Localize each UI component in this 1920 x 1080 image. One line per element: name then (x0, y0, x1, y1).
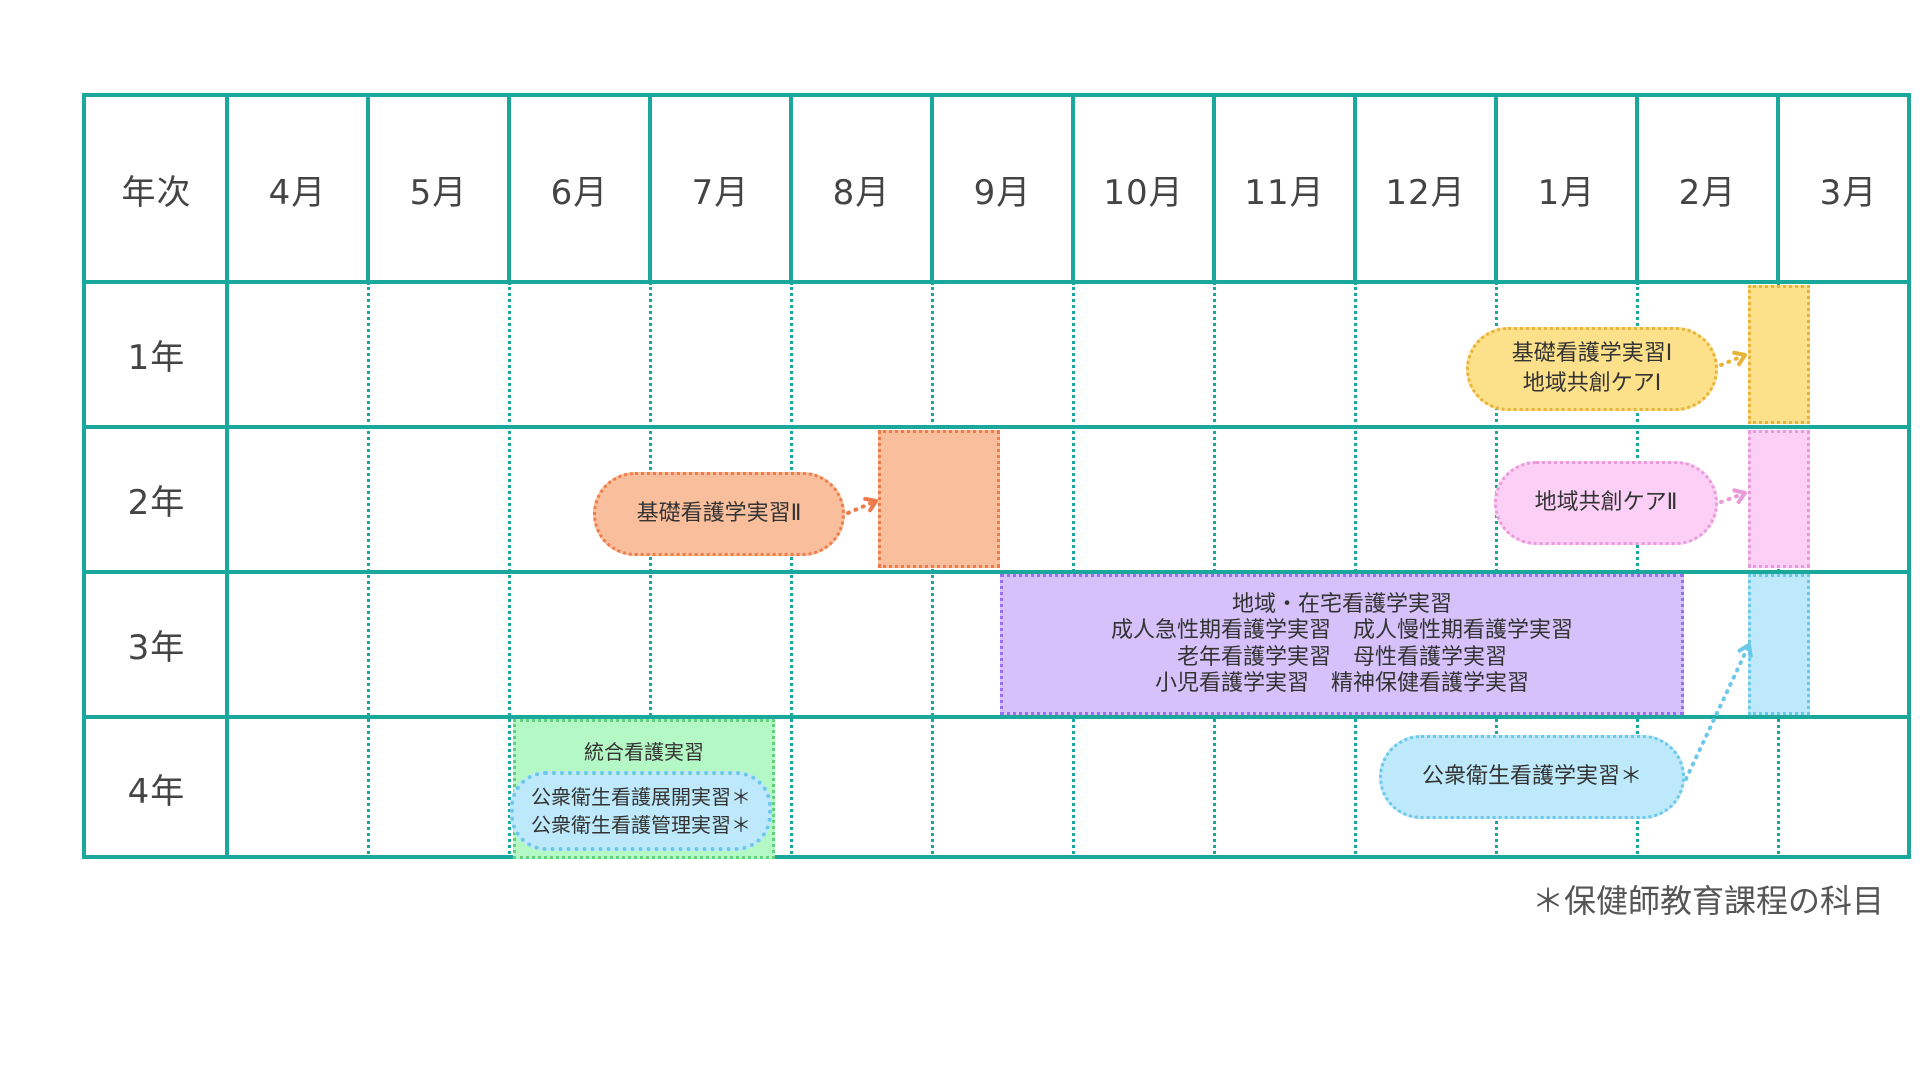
month-header: 8月 (832, 173, 891, 213)
course-label: 地域共創ケアⅠ (1522, 371, 1662, 396)
month-header: 7月 (691, 173, 750, 213)
arrow-head (1732, 488, 1747, 505)
course-label: 小児看護学実習 精神保健看護学実習 (1154, 670, 1529, 696)
course-label: 基礎看護学実習Ⅱ (636, 501, 802, 527)
grid-line (648, 97, 652, 282)
year-row-label: 4年 (127, 771, 186, 812)
arrow-head (1737, 643, 1753, 658)
course-label: 成人急性期看護学実習 成人慢性期看護学実習 (1110, 618, 1573, 644)
year4-integrated-block: 統合看護実習 公衆衛生看護展開実習＊ 公衆衛生看護管理実習＊ (510, 719, 775, 859)
year-column-header: 年次 (121, 173, 192, 213)
year2-left-course-pill: 基礎看護学実習Ⅱ (593, 472, 845, 556)
course-label: 公衆衛生看護管理実習＊ (531, 813, 751, 837)
grid-line (1212, 97, 1216, 282)
year-row-label: 3年 (127, 628, 186, 668)
grid-line (366, 97, 370, 282)
footnote: ＊保健師教育課程の科目 (1531, 882, 1884, 920)
year2-august-block (878, 430, 1000, 568)
year3-course-block: 地域・在宅看護学実習 成人急性期看護学実習 成人慢性期看護学実習 老年看護学実習… (1000, 574, 1684, 715)
year2-right-course-pill: 地域共創ケアⅡ (1494, 461, 1718, 545)
year4-course-pill: 公衆衛生看護学実習＊ (1379, 735, 1685, 819)
year4-arrow (1684, 643, 1753, 781)
month-header: 1月 (1537, 173, 1596, 213)
month-header: 3月 (1819, 173, 1878, 213)
course-label: 地域・在宅看護学実習 (1231, 591, 1452, 617)
arrow-shaft (1684, 643, 1751, 781)
month-header: 6月 (550, 173, 609, 213)
course-label: 地域共創ケアⅡ (1534, 490, 1678, 516)
grid-line (507, 97, 511, 282)
grid-line (930, 97, 934, 282)
year1-arrow (1719, 350, 1747, 367)
grid-line (225, 97, 229, 282)
grid-line (86, 715, 1907, 719)
course-label: 公衆衛生看護展開実習＊ (531, 785, 751, 809)
month-header: 4月 (268, 173, 327, 213)
month-header: 10月 (1103, 173, 1184, 213)
course-label: 公衆衛生看護学実習＊ (1421, 764, 1642, 790)
year1-course-pill: 基礎看護学実習Ⅰ 地域共創ケアⅠ (1466, 327, 1718, 411)
year4-inner-pill: 公衆衛生看護展開実習＊ 公衆衛生看護管理実習＊ (510, 771, 772, 851)
year2-right-arrow (1719, 488, 1747, 505)
course-label: 基礎看護学実習Ⅰ (1511, 341, 1673, 367)
year2-march-block (1748, 430, 1810, 568)
course-label: 統合看護実習 (584, 740, 704, 764)
year1-march-block (1748, 285, 1810, 424)
year2-left-arrow (846, 496, 878, 515)
practicum-schedule-table: 年次 4月 5月 6月 7月 8月 9月 10月 11月 12月 1月 2月 3月 1年 2年 3年 4年 基礎… (82, 93, 1911, 859)
year-row-label: 1年 (127, 338, 186, 378)
grid-line (86, 570, 1907, 574)
month-header: 9月 (973, 173, 1032, 213)
year-row-label: 2年 (127, 483, 186, 523)
course-label: 老年看護学実習 母性看護学実習 (1176, 644, 1507, 670)
grid-line (1494, 97, 1498, 282)
month-header: 2月 (1678, 173, 1737, 213)
grid-line (789, 97, 793, 282)
arrow-shaft (846, 499, 878, 515)
grid-line (1776, 97, 1780, 282)
grid-line (86, 280, 1907, 284)
month-header: 11月 (1244, 173, 1325, 213)
grid-line (1353, 97, 1357, 282)
month-header: 5月 (409, 173, 468, 213)
grid-line (86, 425, 1907, 429)
arrow-head (863, 496, 878, 513)
grid-line (1071, 97, 1075, 282)
grid-line (1635, 97, 1639, 282)
arrow-head (1732, 350, 1747, 367)
month-header: 12月 (1385, 173, 1466, 213)
